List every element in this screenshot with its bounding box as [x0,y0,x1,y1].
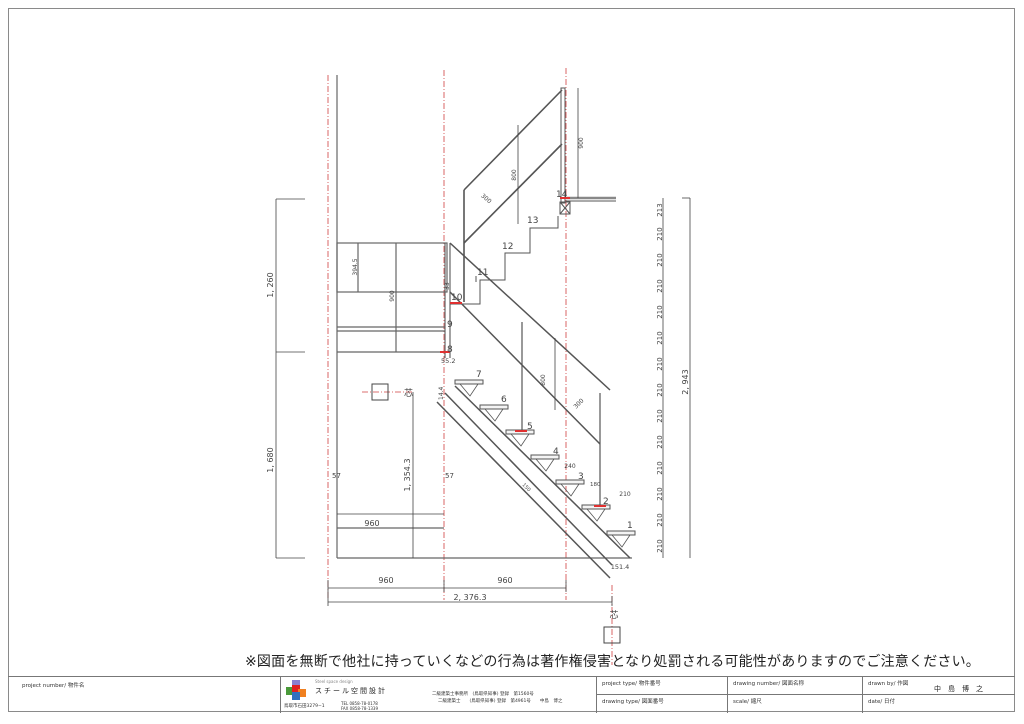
svg-text:210: 210 [656,539,664,552]
license-architect: 二級建築士 (鳥取県知事) 登録 第4961号 中島 博之 [438,699,563,704]
svg-text:210: 210 [656,357,664,370]
svg-text:55.2: 55.2 [441,357,455,365]
svg-text:210: 210 [656,513,664,526]
svg-text:3: 3 [578,472,584,482]
svg-text:300: 300 [479,192,492,205]
svg-text:210: 210 [656,435,664,448]
dimension-lines [275,88,691,606]
svg-text:900: 900 [389,290,396,302]
svg-text:180: 180 [590,482,601,488]
project-type-label: project type/ 物件番号 [602,681,661,687]
svg-text:800: 800 [540,374,547,386]
svg-text:210: 210 [656,279,664,292]
svg-text:1, 260: 1, 260 [266,272,275,297]
drawn-by-label: drawn by/ 作図 [868,681,909,687]
divider [596,694,1015,695]
svg-text:14.4: 14.4 [438,386,445,400]
riser-dimension-column: 210 210 210 210 210 210 210 210 210 210 … [656,203,664,552]
scale-label: scale/ 縮尺 [733,699,762,705]
svg-text:57: 57 [445,472,454,480]
drawing-sheet-border [8,8,1015,712]
tread-brackets [459,383,631,548]
svg-text:57: 57 [332,472,341,480]
column-plate-icon [371,383,621,644]
svg-text:7: 7 [476,370,482,380]
svg-text:210: 210 [656,487,664,500]
svg-text:芯: 芯 [609,609,618,621]
svg-text:213: 213 [656,203,664,216]
svg-text:210: 210 [656,383,664,396]
svg-text:5: 5 [527,422,533,432]
date-label: date/ 日付 [868,699,896,705]
svg-text:1, 354.3: 1, 354.3 [403,458,412,491]
svg-text:210: 210 [656,461,664,474]
svg-text:14: 14 [556,190,568,200]
svg-text:150: 150 [521,482,532,493]
divider [280,677,281,713]
svg-text:11: 11 [477,268,488,278]
svg-text:210: 210 [656,331,664,344]
svg-text:210: 210 [656,227,664,240]
project-number-label: project number/ 物件名 [22,683,85,689]
divider [727,677,728,713]
centerlines [327,68,613,665]
dimension-labels: 1, 260 1, 680 2, 943 960 960 2, 376.3 1,… [266,137,690,621]
svg-text:800: 800 [511,169,518,181]
svg-text:240: 240 [564,463,576,470]
drawing-number-label: drawing number/ 図面名称 [733,681,804,687]
svg-text:210: 210 [619,491,631,498]
svg-text:210: 210 [656,253,664,266]
svg-text:12: 12 [502,242,513,252]
company-name: スチール空間設計 [315,687,387,695]
license-office: 二級建築士事務所 (鳥取県知事) 登録 第1560号 [432,692,534,697]
svg-text:900: 900 [578,137,585,149]
company-tagline: Steel space design [315,679,353,684]
divider [596,677,597,713]
svg-text:151.4: 151.4 [611,563,630,571]
title-block: project number/ 物件名 Steel space design ス… [8,676,1015,713]
structure-lines [336,75,632,559]
svg-text:9: 9 [447,320,453,330]
red-accent-marks [440,197,606,507]
svg-text:10: 10 [451,293,463,303]
svg-text:210: 210 [656,305,664,318]
upper-handrail [463,87,616,302]
svg-text:960: 960 [364,519,379,528]
step-number-labels: 1 2 3 4 5 6 7 8 9 10 11 12 13 14 [447,190,633,531]
svg-text:4: 4 [553,447,559,457]
stringers [436,242,631,579]
svg-text:960: 960 [378,576,393,585]
svg-text:1: 1 [627,521,633,531]
company-address: 鳥取市石田3279−1 [284,704,325,709]
svg-text:300: 300 [572,397,585,410]
svg-text:芯: 芯 [404,387,413,399]
lower-rail-posts [521,322,601,505]
divider [862,677,863,713]
svg-text:2: 2 [603,497,609,507]
svg-text:2, 376.3: 2, 376.3 [453,593,486,602]
company-logo-icon [284,680,310,700]
svg-text:394.5: 394.5 [352,258,359,275]
svg-text:33: 33 [444,282,451,290]
upper-treads [450,201,571,305]
svg-text:210: 210 [656,409,664,422]
svg-text:6: 6 [501,395,507,405]
drawn-by-value: 中 島 博 之 [934,685,983,693]
copyright-notice: ※図面を無断で他社に持っていくなどの行為は著作権侵害となり処罰される可能性があり… [245,654,981,670]
company-fax: FAX 0858-78-1339 [341,706,379,711]
svg-text:13: 13 [527,216,538,226]
drawing-type-label: drawing type/ 図面番号 [602,699,664,705]
svg-text:960: 960 [497,576,512,585]
svg-text:1, 680: 1, 680 [266,447,275,472]
svg-text:8: 8 [447,345,453,355]
svg-text:2, 943: 2, 943 [681,369,690,394]
company-tel: TEL 0858-78-0178 [341,701,378,706]
